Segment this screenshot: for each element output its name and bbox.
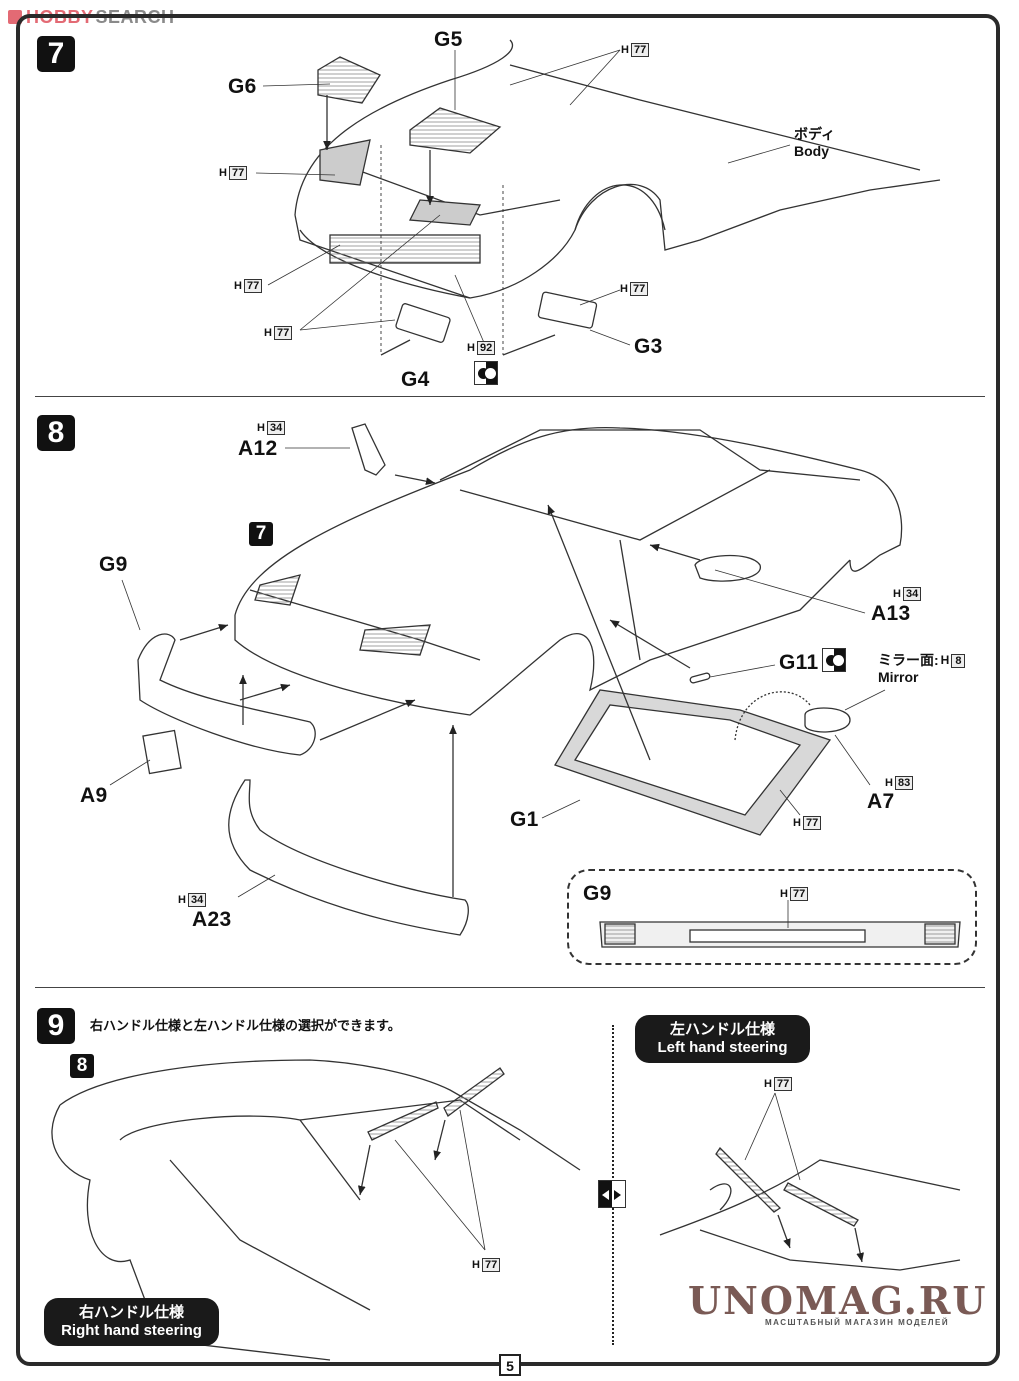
paint-code: 8 xyxy=(951,653,966,668)
part-label-g3: G3 xyxy=(634,335,663,358)
pair-symbol-icon xyxy=(822,648,846,672)
paint-code: 77 xyxy=(789,887,809,901)
step9-instruction: 右ハンドル仕様と左ハンドル仕様の選択ができます。 xyxy=(90,1018,401,1033)
g5-part-drawing xyxy=(409,107,502,154)
step9-rh-car-body xyxy=(51,1059,581,1361)
part-label-g1: G1 xyxy=(510,808,539,831)
step9-lh-car-body xyxy=(659,1159,961,1271)
g9-detail-title: G9 xyxy=(583,882,612,905)
a7-part-drawing xyxy=(804,707,851,733)
g9-part-drawing xyxy=(137,633,316,756)
left-hand-steering-badge: 左ハンドル仕様 Left hand steering xyxy=(635,1015,810,1063)
paint-code: 77 xyxy=(243,279,263,293)
part-label-g9: G9 xyxy=(99,553,128,576)
part-label-a9: A9 xyxy=(80,784,108,807)
page-number: 5 xyxy=(499,1354,521,1376)
g4-part-drawing xyxy=(395,303,451,343)
watermark-subtitle: МАСШТАБНЫЙ МАГАЗИН МОДЕЛЕЙ xyxy=(765,1318,950,1327)
step-divider-8-9 xyxy=(35,987,985,988)
step7-car-body xyxy=(294,39,941,299)
paint-code: 77 xyxy=(629,282,649,296)
part-label-g5: G5 xyxy=(434,28,463,51)
step-divider-7-8 xyxy=(35,396,985,397)
lh-wiper-1 xyxy=(715,1146,782,1213)
paint-code: 77 xyxy=(273,326,293,340)
part-label-a7: A7 xyxy=(867,790,895,813)
a13-part-drawing xyxy=(694,554,761,582)
left-hand-steering-jp: 左ハンドル仕様 xyxy=(669,1021,775,1038)
left-hand-steering-en: Left hand steering xyxy=(657,1039,788,1056)
pair-symbol-icon xyxy=(474,361,498,385)
paint-code: 77 xyxy=(481,1258,501,1272)
paint-code: 77 xyxy=(228,166,248,180)
lh-wiper-2 xyxy=(783,1182,859,1227)
g6-part-drawing xyxy=(317,56,381,104)
mirror-label: ミラー面: H 8 Mirror xyxy=(878,652,966,686)
step-reference-8: 8 xyxy=(70,1054,94,1078)
part-label-g4: G4 xyxy=(401,368,430,391)
step-reference-7: 7 xyxy=(249,522,273,546)
step-number-8: 8 xyxy=(37,415,75,451)
paint-code: 83 xyxy=(894,776,914,790)
paint-code: 77 xyxy=(630,43,650,57)
a12-part-drawing xyxy=(351,423,386,476)
a23-part-drawing xyxy=(228,779,469,936)
body-label-en: Body xyxy=(794,143,829,159)
right-hand-steering-jp: 右ハンドル仕様 xyxy=(78,1304,184,1321)
paint-code: 77 xyxy=(773,1077,793,1091)
part-label-g6: G6 xyxy=(228,75,257,98)
right-hand-steering-en: Right hand steering xyxy=(61,1322,202,1339)
paint-code: 77 xyxy=(802,816,822,830)
part-label-a12: A12 xyxy=(238,437,278,460)
part-label-g11: G11 xyxy=(779,651,819,674)
paint-code: 34 xyxy=(902,587,922,601)
mirror-label-jp: ミラー面: xyxy=(878,652,939,668)
body-label-jp: ボディ xyxy=(794,126,836,142)
paint-code: 92 xyxy=(476,341,496,355)
step-number-9: 9 xyxy=(37,1008,75,1044)
rh-wiper-1 xyxy=(367,1101,439,1141)
watermark-title: UNOMAG.RU xyxy=(688,1278,988,1323)
a9-part-drawing xyxy=(142,729,182,775)
body-label: ボディ Body xyxy=(794,126,835,160)
part-label-a23: A23 xyxy=(192,908,232,931)
step-number-7: 7 xyxy=(37,36,75,72)
part-label-a13: A13 xyxy=(871,602,911,625)
paint-code: 34 xyxy=(266,421,286,435)
paint-code: 34 xyxy=(187,893,207,907)
rh-wiper-2 xyxy=(443,1067,505,1117)
mirror-label-en: Mirror xyxy=(878,669,919,685)
g9-detail-box xyxy=(567,869,977,965)
g3-part-drawing xyxy=(537,291,598,329)
choose-option-icon xyxy=(598,1180,626,1208)
step7-grille xyxy=(329,234,481,264)
right-hand-steering-badge: 右ハンドル仕様 Right hand steering xyxy=(44,1298,219,1346)
